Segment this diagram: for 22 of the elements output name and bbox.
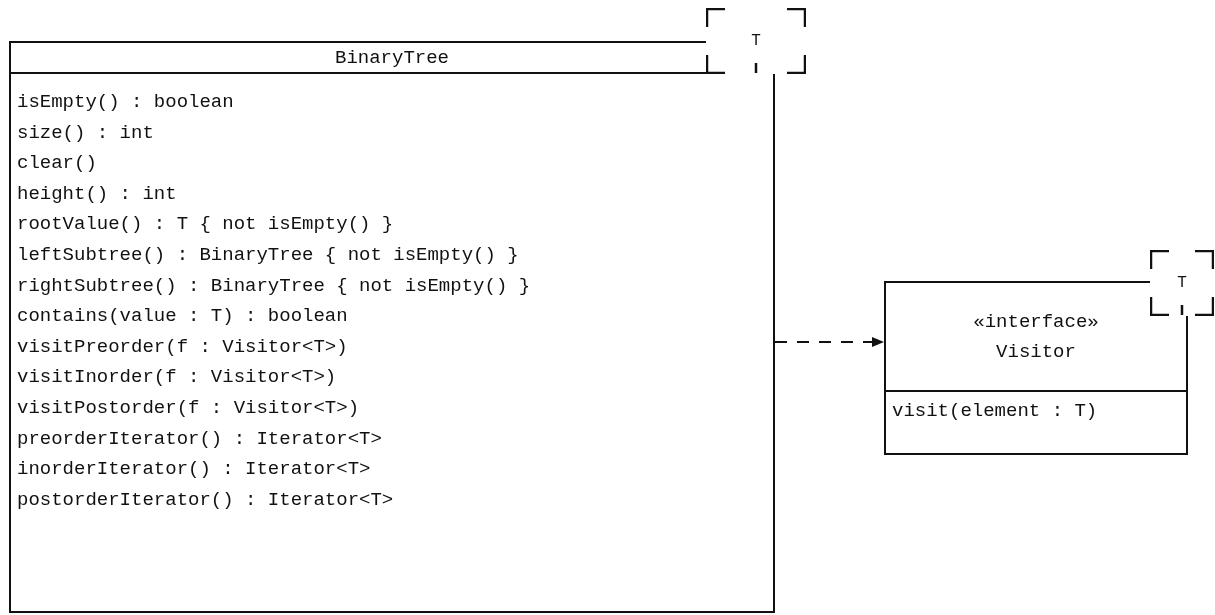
type-parameter: T: [1176, 274, 1188, 292]
dependency-arrow: [774, 337, 885, 347]
method-signature: visit(element : T): [892, 399, 1098, 423]
method-signature: visitPreorder(f : Visitor<T>): [17, 334, 348, 359]
method-signature: visitInorder(f : Visitor<T>): [17, 365, 337, 390]
template-parameter-box: [1150, 250, 1214, 316]
method-signature: visitPostorder(f : Visitor<T>): [17, 396, 360, 420]
method-signature: contains(value : T) : boolean: [17, 304, 348, 329]
class-name: Visitor: [996, 339, 1076, 365]
method-signature: inorderIterator() : Iterator<T>: [17, 457, 371, 482]
method-signature: clear(): [17, 151, 97, 176]
method-signature: postorderIterator() : Iterator<T>: [17, 487, 394, 512]
class-name: BinaryTree: [335, 45, 449, 71]
method-signature: height() : int: [17, 181, 177, 206]
method-signature: isEmpty() : boolean: [17, 90, 234, 114]
method-signature: size() : int: [17, 120, 154, 145]
method-signature: preorderIterator() : Iterator<T>: [17, 426, 382, 451]
method-signature: rootValue() : T { not isEmpty() }: [17, 212, 394, 237]
method-signature: rightSubtree() : BinaryTree { not isEmpty() }: [17, 273, 531, 298]
method-signature: leftSubtree() : BinaryTree { not isEmpty() }: [17, 243, 519, 267]
stereotype-label: «interface»: [973, 309, 1099, 335]
type-parameter: T: [750, 32, 762, 50]
